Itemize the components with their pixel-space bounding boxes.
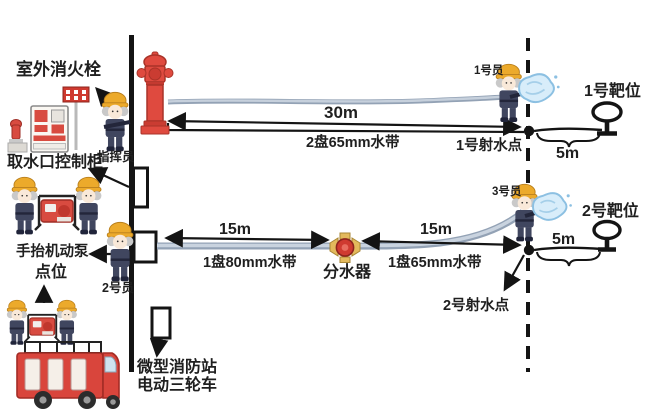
water-splash-1-icon xyxy=(518,73,561,104)
mini-station-label-line1: 微型消防站 xyxy=(137,359,218,376)
lane2-15m-seg2-label: 15m xyxy=(420,221,453,238)
commander-figure xyxy=(101,91,131,152)
outdoor-fire-hydrant-icon xyxy=(136,51,174,135)
target2-label: 2号靶位 xyxy=(582,203,639,220)
jet-point2-label: 2号射水点 xyxy=(443,298,510,314)
measure-line-30m xyxy=(167,111,522,137)
member3-label: 3号员 xyxy=(492,186,522,198)
hose-divider-icon xyxy=(329,232,361,263)
lane1-length-label: 30m xyxy=(324,103,359,122)
target1-ground-line xyxy=(533,127,603,133)
mini-station-label: 微型消防站 电动三轮车 xyxy=(137,359,217,395)
brace-5m-lane2 xyxy=(536,251,601,267)
building-wall-line xyxy=(129,35,134,372)
pump-point-label: 点位 xyxy=(35,264,68,281)
arrow-to-mini-station-label xyxy=(149,338,169,358)
pump-carry-group-2 xyxy=(7,300,77,344)
water-splash-2-icon xyxy=(532,192,573,221)
pump-position-box xyxy=(132,230,158,264)
jet-point1-label: 1号射水点 xyxy=(456,138,523,154)
mini-station-label-line2: 电动三轮车 xyxy=(137,377,218,394)
intake-cabinet-label: 取水口控制柜 xyxy=(7,154,104,171)
target1-label: 1号靶位 xyxy=(584,83,641,100)
member2-label: 2号员 xyxy=(102,281,134,295)
lane1-hose-label: 2盘65mm水带 xyxy=(306,135,400,151)
outdoor-hydrant-label: 室外消火栓 xyxy=(16,60,101,79)
mini-station-box xyxy=(150,306,172,340)
measure-line-15m-seg2 xyxy=(361,232,522,254)
arrow-to-intake-cabinet-label xyxy=(87,167,130,188)
target2-ground-line xyxy=(533,246,603,252)
measure-line-15m-seg1 xyxy=(164,228,330,250)
divider-label: 分水器 xyxy=(323,264,372,281)
intake-connection-box xyxy=(132,166,149,209)
jet-point-1-dot xyxy=(523,125,535,137)
mini-hydrant-icon xyxy=(7,119,28,153)
member1-label: 1号员 xyxy=(474,65,504,77)
brace-5m-lane1 xyxy=(536,132,601,148)
target-2-icon xyxy=(592,219,622,252)
lane2-hose1-label: 1盘80mm水带 xyxy=(203,255,297,271)
arrow-to-jet-point2-label xyxy=(503,254,525,292)
target-1-icon xyxy=(591,101,623,136)
lane1-5m-label: 5m xyxy=(556,145,580,162)
jet-point-2-dot xyxy=(523,244,535,256)
commander-label: 指挥员 xyxy=(97,150,135,164)
lane2-15m-seg1-label: 15m xyxy=(219,221,252,238)
lane2-5m-label: 5m xyxy=(552,231,576,248)
hydrant-sign-icon xyxy=(62,86,90,150)
pump-carry-group-1 xyxy=(12,177,102,234)
control-cabinet-icon xyxy=(30,105,69,153)
hand-pump-label: 手抬机动泵 xyxy=(16,244,89,260)
lane2-hose2-label: 1盘65mm水带 xyxy=(388,255,482,271)
fire-truck-icon xyxy=(16,341,120,409)
hose-65mm-lane1 xyxy=(167,93,515,105)
